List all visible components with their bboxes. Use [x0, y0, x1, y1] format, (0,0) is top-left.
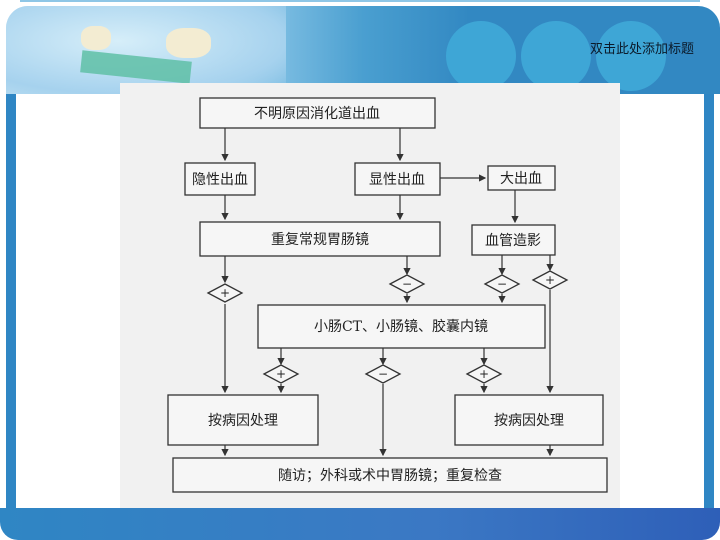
- node-small-bowel: [257, 304, 546, 349]
- node-overt: [354, 162, 441, 196]
- left-strip: [6, 94, 16, 514]
- node-start: [199, 97, 436, 129]
- label-repeat-endoscopy: 重复常规胃肠镜: [271, 231, 369, 248]
- node-massive: [487, 165, 556, 191]
- diamond-negative: [388, 274, 426, 294]
- sign-positive: +: [220, 286, 230, 300]
- sign-positive: +: [479, 367, 489, 381]
- label-small-bowel: 小肠CT、小肠镜、胶囊内镜: [314, 318, 488, 335]
- right-strip: [704, 94, 714, 514]
- diamond-negative: [483, 274, 521, 294]
- label-treat-left: 按病因处理: [208, 413, 278, 429]
- node-angiography: [471, 224, 556, 256]
- node-treat-right: [454, 394, 604, 446]
- label-overt: 显性出血: [369, 172, 425, 188]
- top-line: [20, 0, 700, 2]
- label-treat-right: 按病因处理: [494, 413, 564, 429]
- diamond-positive: [206, 283, 244, 303]
- surgery-photo: [6, 6, 286, 94]
- diamond-positive: [531, 270, 569, 290]
- slide-header: 双击此处添加标题: [6, 6, 720, 94]
- diamond-positive: [262, 364, 300, 384]
- sign-negative: −: [402, 277, 412, 291]
- flowchart-image: 不明原因消化道出血 隐性出血 显性出血 大出血 重复常规胃肠镜 血管造影 小肠C…: [120, 83, 620, 511]
- label-angiography: 血管造影: [485, 233, 541, 249]
- node-occult: [184, 162, 256, 196]
- footer-bar: [0, 508, 720, 540]
- decor-circle: [521, 21, 591, 91]
- decor-circle: [446, 21, 516, 91]
- sign-negative: −: [378, 367, 388, 381]
- sign-negative: −: [497, 277, 507, 291]
- decor-circle: [596, 21, 666, 91]
- sign-positive: +: [545, 273, 555, 287]
- node-repeat-endoscopy: [199, 221, 441, 257]
- label-followup: 随访；外科或术中胃肠镜；重复检查: [278, 467, 502, 484]
- node-treat-left: [167, 394, 319, 446]
- diamond-negative: [364, 364, 402, 384]
- diamond-positive: [465, 364, 503, 384]
- node-followup: [172, 457, 608, 493]
- slide-title[interactable]: 双击此处添加标题: [589, 42, 694, 57]
- sign-positive: +: [276, 367, 286, 381]
- label-start: 不明原因消化道出血: [254, 106, 380, 122]
- label-occult: 隐性出血: [192, 172, 248, 188]
- label-massive: 大出血: [500, 171, 542, 187]
